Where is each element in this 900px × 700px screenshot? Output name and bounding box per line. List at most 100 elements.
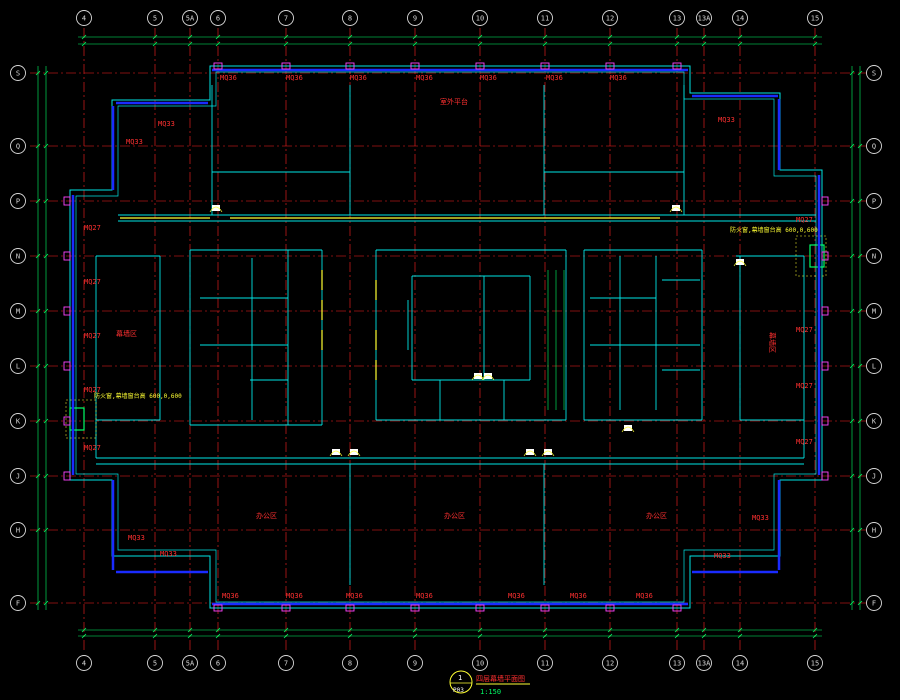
window-label-right-2: MQ27 [796,326,813,334]
bubble-top-4-text: 4 [82,15,86,23]
mullion-top-2 [345,62,355,70]
bubble-right-P-text: P [872,198,876,206]
window-label-corner-tl: MQ33 [158,120,175,128]
bubble-top-13-circle [669,10,685,26]
bubble-bottom-8-text: 8 [348,660,352,668]
bubble-left-F-circle [10,595,26,611]
bubble-left-M-circle [10,303,26,319]
interior-walls [65,85,827,585]
building-outline [69,65,823,609]
bubble-right-H-text: H [872,527,876,535]
window-label-bot-3: MQ36 [346,592,363,600]
dim-tick-h-3-5 [347,633,353,639]
bubble-right-K-text: K [872,418,877,426]
window-label-bot-1: MQ36 [222,592,239,600]
dim-tick-v-1-7 [43,473,49,479]
window-label-left-2: MQ27 [84,278,101,286]
bubble-top-14-text: 14 [736,15,744,23]
mullion-right-3 [821,361,829,371]
dim-tick-h-0-9 [607,34,613,40]
bubble-bottom-11-text: 11 [541,660,549,668]
bubble-top-4-circle [76,10,92,26]
mullion-right-5 [821,471,829,481]
bubble-bottom-13A-circle [696,655,712,671]
bubble-top-8-circle [342,10,358,26]
door-swing-4 [329,450,343,457]
fire-window-left-box [65,399,97,439]
dim-tick-v-1-9 [43,600,49,606]
dim-tick-v-3-8 [857,527,863,533]
dim-tick-v-0-3 [35,253,41,259]
dim-tick-v-1-6 [43,418,49,424]
bubble-bottom-12-text: 12 [606,660,614,668]
dim-tick-v-0-1 [35,143,41,149]
mullion-top-4 [475,62,485,70]
bubble-left-K-text: K [16,418,21,426]
dim-tick-v-2-5 [849,363,855,369]
dim-tick-h-3-0 [81,633,87,639]
door-swing-0 [209,206,223,213]
dim-tick-v-1-1 [43,143,49,149]
dim-tick-v-2-0 [849,70,855,76]
mullion-top-5 [540,62,550,70]
bubble-right-L-circle [866,358,882,374]
bubble-right-L-text: L [872,363,876,371]
title-number: 1 [458,674,462,682]
mullion-left-3 [63,361,71,371]
bubble-right-F-circle [866,595,882,611]
bubble-top-6-text: 6 [216,15,220,23]
bubble-bottom-10-text: 10 [476,660,484,668]
window-label-bot-5: MQ36 [508,592,525,600]
dim-tick-h-3-10 [674,633,680,639]
dim-tick-h-3-11 [701,633,707,639]
bubble-bottom-10-circle [472,655,488,671]
title-block: 1 P03 四层幕墙平面图 1:150 [449,670,530,696]
mullion-left-1 [63,251,71,261]
dim-tick-h-2-4 [283,627,289,633]
bubble-bottom-4-circle [76,655,92,671]
dim-tick-h-3-12 [737,633,743,639]
dim-tick-v-2-9 [849,600,855,606]
dim-tick-h-0-2 [187,34,193,40]
bubble-bottom-8-circle [342,655,358,671]
dim-tick-h-2-12 [737,627,743,633]
bubble-top-14-circle [732,10,748,26]
dim-tick-h-2-13 [812,627,818,633]
dim-tick-h-1-9 [607,41,613,47]
dim-tick-h-2-0 [81,627,87,633]
bubble-left-H-circle [10,522,26,538]
bubble-top-5-circle [147,10,163,26]
dim-tick-h-2-7 [477,627,483,633]
dim-tick-v-0-8 [35,527,41,533]
mullion-bottom-4 [475,604,485,612]
window-label-bot-4: MQ36 [416,592,433,600]
bubble-bottom-4-text: 4 [82,660,86,668]
bubble-right-M-circle [866,303,882,319]
dim-tick-h-3-8 [542,633,548,639]
dim-tick-h-1-8 [542,41,548,47]
mullion-left-2 [63,306,71,316]
bubble-right-N-circle [866,248,882,264]
door-swing-8 [621,426,635,433]
window-label-top-5: MQ36 [480,74,497,82]
dim-tick-v-3-2 [857,198,863,204]
bubble-left-N-circle [10,248,26,264]
bubble-bottom-5-circle [147,655,163,671]
bubble-bottom-15-text: 15 [811,660,819,668]
curtain-wall-windows [63,62,829,612]
mullion-top-7 [672,62,682,70]
dim-tick-h-0-5 [347,34,353,40]
window-label-top-2: MQ36 [286,74,303,82]
room-label-left: 幕墙区 [116,329,137,338]
window-label-bot-6: MQ36 [570,592,587,600]
dim-tick-v-2-7 [849,473,855,479]
bubble-bottom-14-circle [732,655,748,671]
dim-tick-h-0-0 [81,34,87,40]
bubble-bottom-15-circle [807,655,823,671]
title-sheet: P03 [453,687,464,694]
mullion-bottom-6 [605,604,615,612]
bubble-bottom-5-text: 5 [153,660,157,668]
title-text: 四层幕墙平面图 [476,674,525,683]
dim-tick-h-2-5 [347,627,353,633]
dim-tick-h-2-6 [412,627,418,633]
